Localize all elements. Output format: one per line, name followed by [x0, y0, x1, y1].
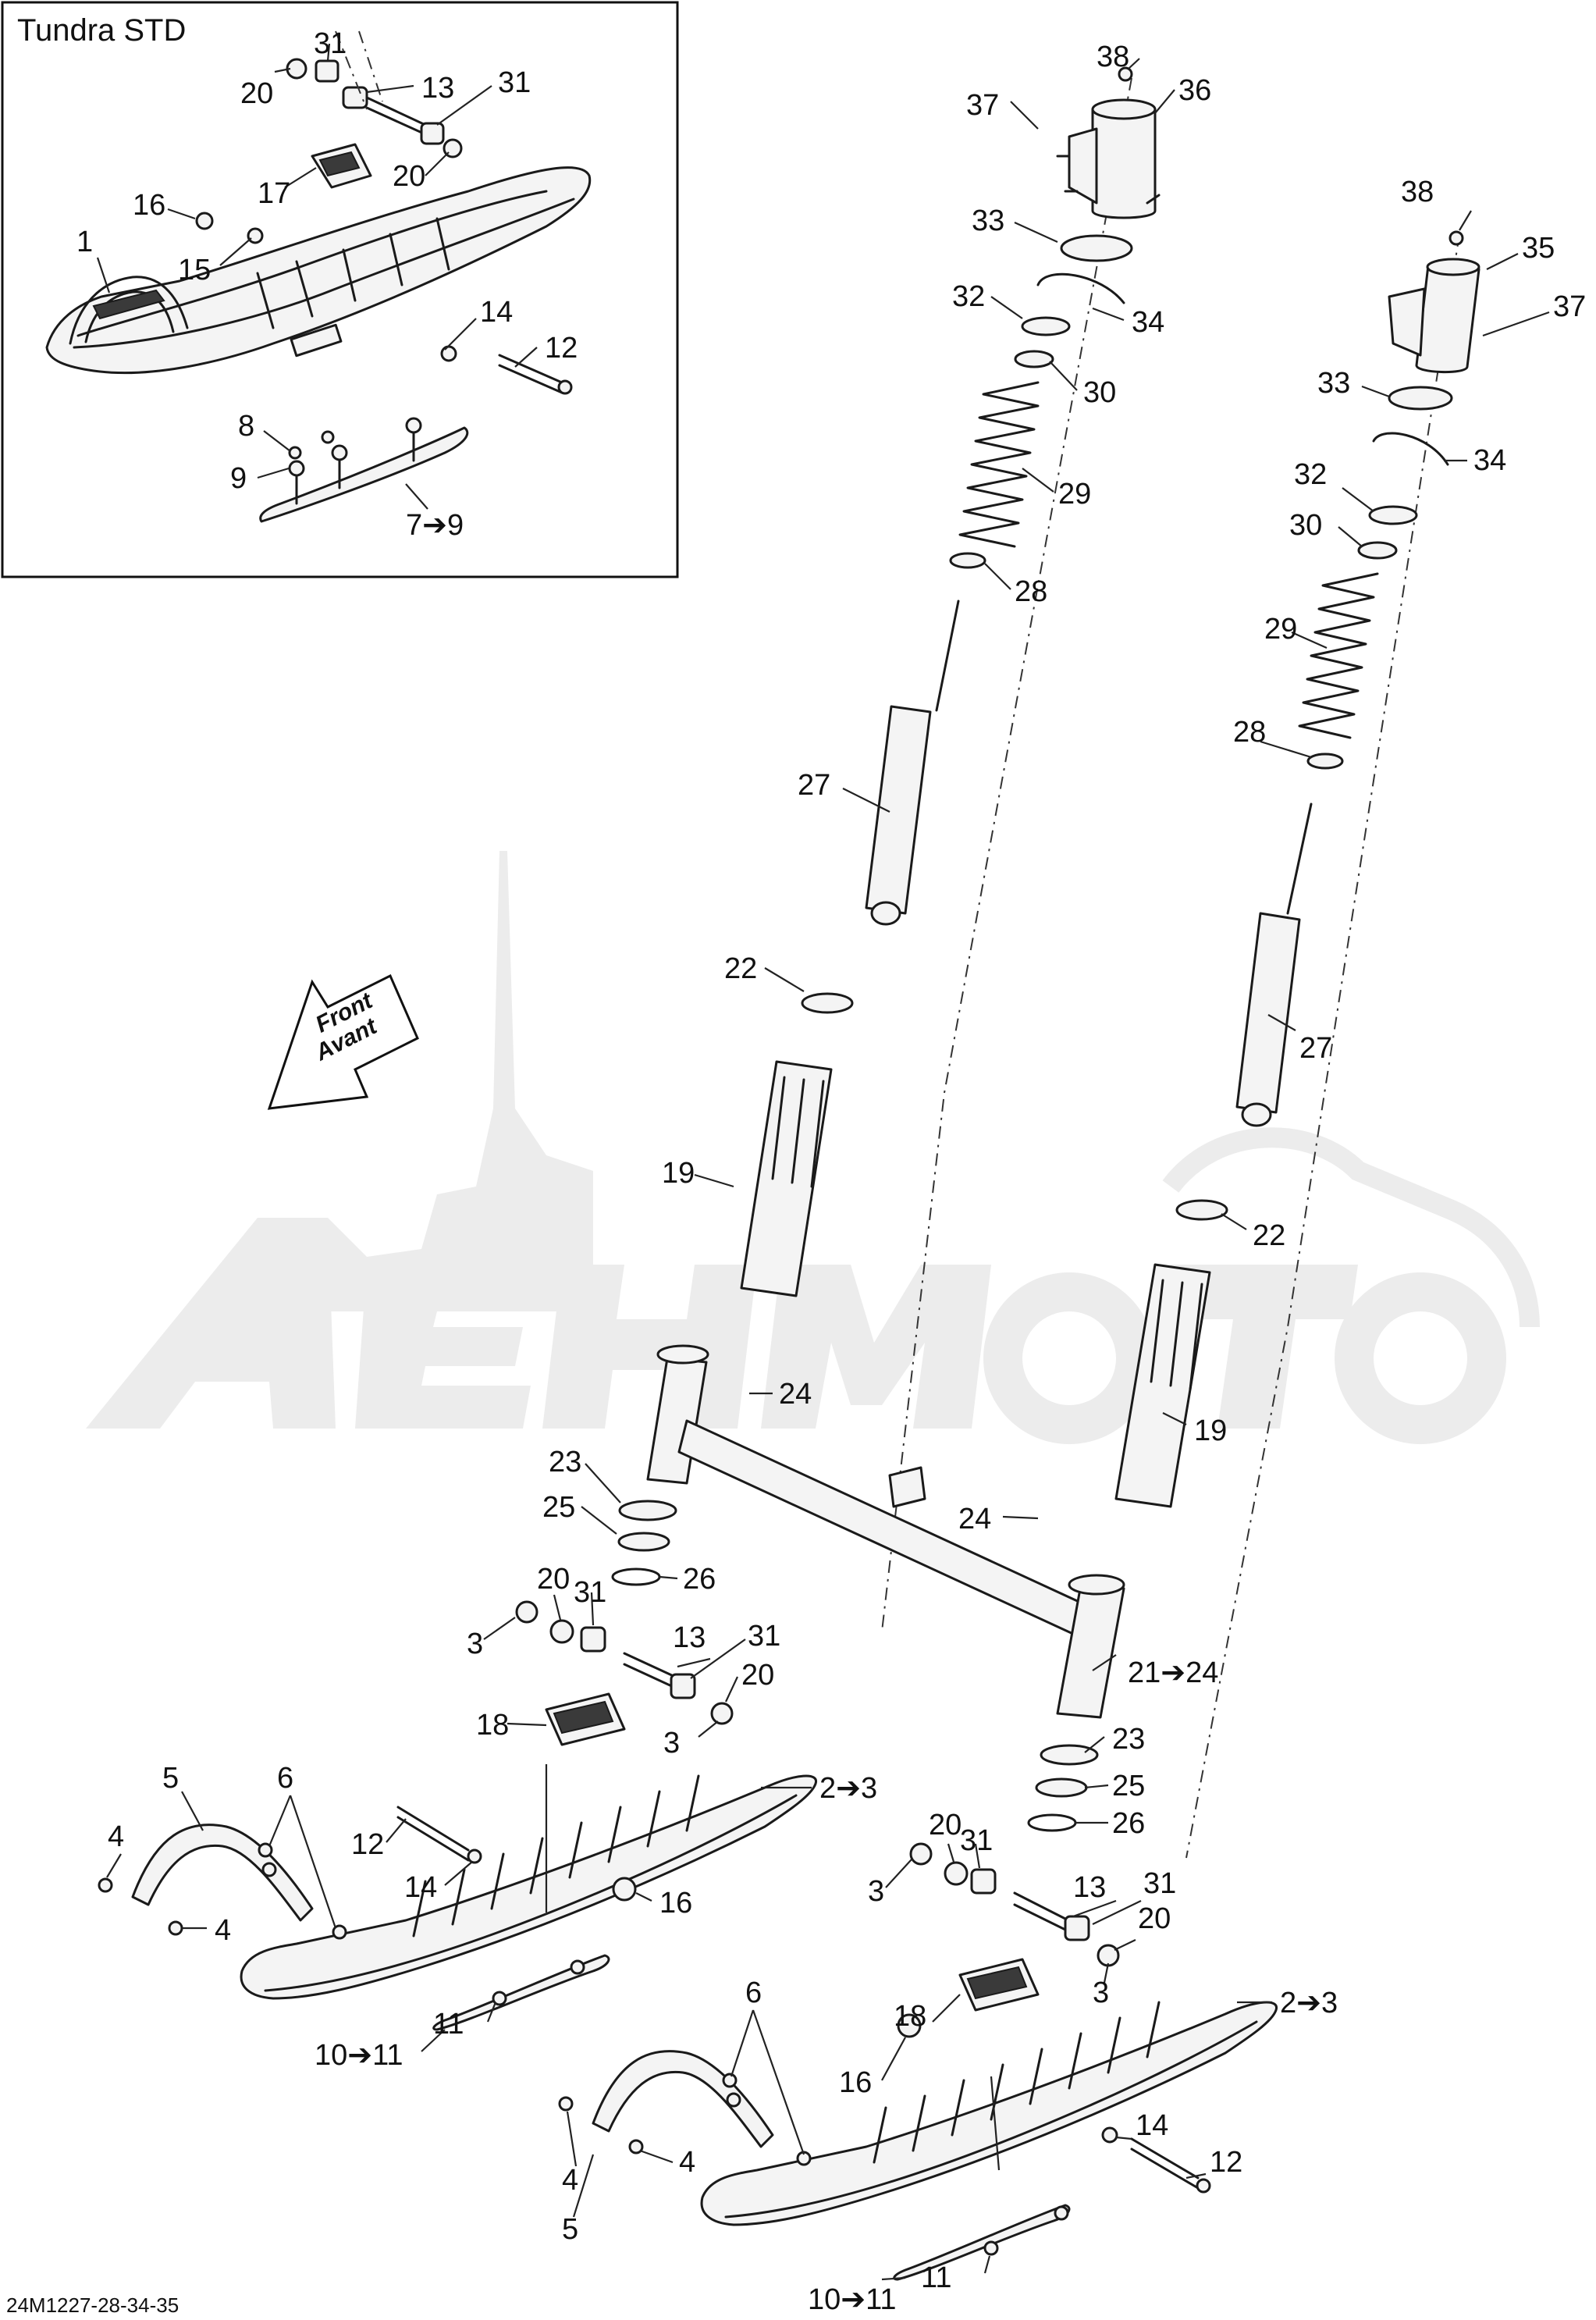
callout-l-11: 11: [433, 2008, 464, 2041]
callout-inset-14: 14: [480, 296, 513, 329]
callout-l-6: 6: [277, 1762, 293, 1795]
left-shock-assembly: [515, 66, 1161, 1746]
inset-ski: [45, 166, 592, 375]
callout-l-31b: 31: [748, 1620, 780, 1653]
callout-r-11: 11: [921, 2261, 951, 2294]
callout-l-28: 28: [1015, 575, 1047, 608]
callout-r-32: 32: [1294, 458, 1327, 491]
left-ski: [98, 1774, 817, 2031]
callout-r-26: 26: [1112, 1807, 1145, 1840]
callout-l-23: 23: [549, 1446, 581, 1478]
callout-r-33: 33: [1317, 367, 1350, 400]
callout-l-4a: 4: [108, 1820, 124, 1853]
callout-inset-31b: 31: [498, 66, 531, 99]
callout-l-13: 13: [673, 1621, 706, 1654]
callout-r-12: 12: [1210, 2146, 1242, 2179]
callout-l-36: 36: [1178, 74, 1211, 107]
callout-r-24: 24: [958, 1503, 991, 1535]
callout-r-18: 18: [894, 2000, 926, 2033]
callout-inset-8: 8: [238, 410, 254, 443]
callout-r-31a: 31: [960, 1824, 993, 1857]
callout-l-18: 18: [476, 1709, 509, 1742]
callout-l-25: 25: [542, 1491, 575, 1524]
callout-inset-1: 1: [76, 226, 93, 258]
callout-r-27: 27: [1299, 1032, 1332, 1065]
callout-r-2to3: 2➔3: [1280, 1987, 1338, 2019]
callout-r-14: 14: [1136, 2109, 1168, 2142]
callout-r-22: 22: [1253, 1219, 1285, 1252]
callout-r-6: 6: [745, 1977, 762, 2009]
callout-inset-15: 15: [178, 254, 211, 286]
callout-inset-12: 12: [545, 332, 578, 365]
callout-r-21to24: 21➔24: [1128, 1656, 1218, 1689]
callout-r-3b: 3: [1093, 1977, 1109, 2009]
leader-lines: [106, 58, 1550, 2281]
callout-l-20a: 20: [537, 1563, 570, 1596]
right-shock-assembly: [909, 230, 1480, 2012]
callout-r-20b: 20: [1138, 1902, 1171, 1935]
callout-l-31a: 31: [574, 1576, 606, 1609]
front-arrow: Front Avant: [267, 973, 419, 1110]
callout-l-26: 26: [683, 1563, 716, 1596]
callout-r-37: 37: [1553, 290, 1586, 323]
callout-l-33: 33: [972, 205, 1004, 237]
callout-r-10to11: 10➔11: [808, 2283, 897, 2316]
callout-r-28: 28: [1233, 716, 1266, 749]
callout-inset-9: 9: [230, 462, 247, 495]
callout-l-38: 38: [1097, 41, 1129, 73]
callout-r-20a: 20: [929, 1809, 962, 1841]
callout-r-38: 38: [1401, 176, 1434, 208]
callout-l-16: 16: [659, 1887, 692, 1920]
callout-r-4b: 4: [679, 2146, 695, 2179]
inset-title: Tundra STD: [17, 13, 186, 48]
callout-r-35: 35: [1522, 232, 1555, 265]
callout-l-3b: 3: [663, 1727, 680, 1760]
callout-l-20b: 20: [741, 1659, 774, 1692]
callout-l-10to11: 10➔11: [315, 2039, 403, 2072]
callout-r-5: 5: [562, 2213, 578, 2246]
callout-r-3a: 3: [868, 1875, 884, 1908]
callout-r-16: 16: [839, 2066, 872, 2099]
callout-r-13: 13: [1073, 1871, 1106, 1904]
callout-l-27: 27: [798, 769, 830, 802]
callout-inset-20a: 20: [240, 77, 273, 110]
callout-l-3a: 3: [467, 1628, 483, 1660]
callout-l-22: 22: [724, 952, 757, 985]
right-ski: [558, 2001, 1278, 2281]
callout-l-14: 14: [404, 1871, 437, 1904]
callout-r-25: 25: [1112, 1770, 1145, 1802]
callout-r-23: 23: [1112, 1723, 1145, 1756]
callout-r-19: 19: [1194, 1414, 1227, 1447]
callout-l-29: 29: [1058, 478, 1091, 511]
callout-l-37: 37: [966, 89, 999, 122]
callout-r-34: 34: [1473, 444, 1506, 477]
callout-inset-13: 13: [421, 72, 454, 105]
callout-l-4b: 4: [215, 1914, 231, 1947]
callout-inset-20b: 20: [393, 160, 425, 193]
callout-l-34: 34: [1132, 306, 1164, 339]
callout-inset-31a: 31: [314, 27, 347, 60]
callout-labels: 38 37 36 33 34 32 30 29 28 27 22 19 24 2…: [108, 41, 1586, 2316]
callout-l-2to3: 2➔3: [819, 1772, 877, 1805]
callout-l-30: 30: [1083, 376, 1116, 409]
callout-l-12: 12: [351, 1828, 384, 1861]
callout-inset-16: 16: [133, 189, 165, 222]
callout-r-31b: 31: [1143, 1867, 1176, 1900]
callout-l-5: 5: [162, 1762, 179, 1795]
callout-r-4a: 4: [562, 2164, 578, 2197]
reference-code: 24M1227-28-34-35: [6, 2293, 179, 2317]
callout-l-24a: 24: [779, 1378, 812, 1411]
callout-inset-17: 17: [258, 177, 290, 210]
callout-inset-7to9: 7➔9: [406, 509, 464, 542]
callout-l-19: 19: [662, 1157, 695, 1190]
callout-r-30: 30: [1289, 509, 1322, 542]
callout-r-29: 29: [1264, 613, 1297, 646]
callout-l-32: 32: [952, 280, 985, 313]
inset-box: Tundra STD: [1, 1, 679, 578]
